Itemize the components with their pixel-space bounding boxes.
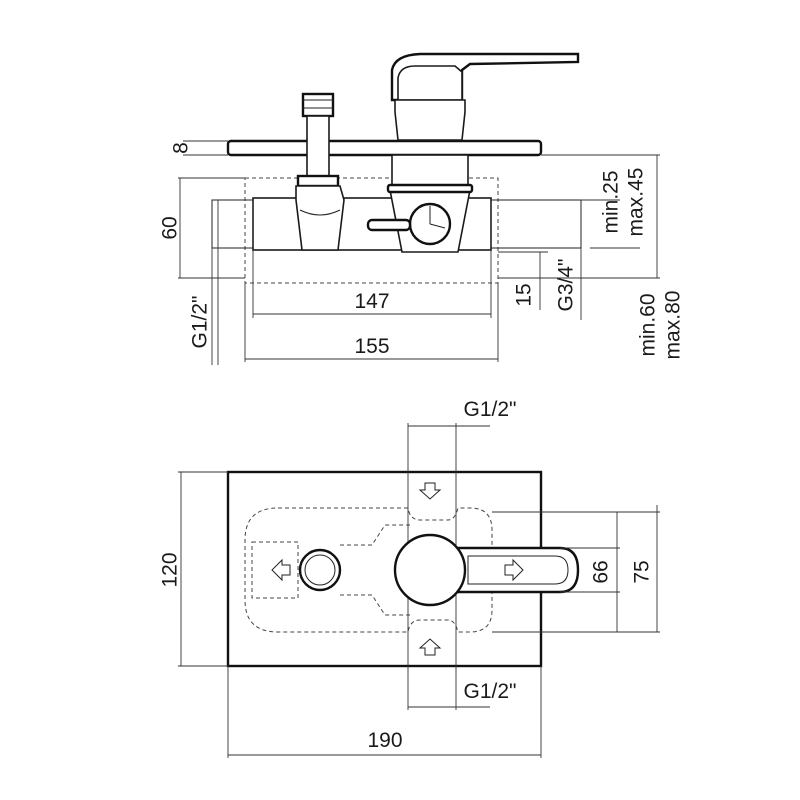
dim-plate-thickness <box>183 140 228 156</box>
label-body-depth-max: max.80 <box>662 291 685 360</box>
label-plate-depth-min: min.25 <box>600 170 623 233</box>
recess-outline <box>244 507 493 633</box>
front-diverter-knob-inner <box>304 554 336 586</box>
front-handle-disc <box>393 533 467 607</box>
cartridge-sleeve <box>391 154 469 188</box>
label-handle-height: 66 <box>590 560 613 583</box>
dim-handle-recess <box>492 505 660 633</box>
stem-cap-grip <box>303 99 333 109</box>
label-outlet-offset: 15 <box>513 283 536 306</box>
stem-shaft <box>306 115 330 179</box>
recess-inner-outline <box>340 524 410 616</box>
front-view: 120 190 66 75 G1/2" G1/2" <box>159 398 660 758</box>
label-outer-width: 155 <box>354 335 389 358</box>
stem-nut <box>296 174 340 188</box>
inlet-arrow-top-icon <box>418 482 442 500</box>
dim-plate-width <box>227 666 542 758</box>
outlet-arrow-left-icon <box>271 558 291 582</box>
stem-cap <box>301 92 335 118</box>
stem-housing <box>295 185 345 251</box>
outlet-port-right <box>490 199 582 249</box>
front-lever-inner <box>467 555 569 585</box>
label-plate-width: 190 <box>367 729 402 752</box>
outlet-arrow-right-icon <box>504 558 524 582</box>
label-top-thread: G1/2" <box>464 398 517 421</box>
label-plate-thickness: 8 <box>170 142 193 154</box>
body-hidden-outline <box>244 177 499 284</box>
dim-plate-depth <box>541 154 660 278</box>
label-inner-width: 147 <box>354 290 389 313</box>
dim-outer-width <box>244 283 499 362</box>
handle-hub <box>397 65 463 101</box>
inlet-arrow-bottom-icon <box>418 638 442 656</box>
label-body-height: 60 <box>159 216 182 239</box>
side-view: 8 60 G1/2" 147 155 <box>159 52 685 365</box>
label-inlet-thread: G1/2" <box>189 296 212 349</box>
handle-base <box>394 99 466 141</box>
dim-body-height <box>178 177 245 279</box>
label-bottom-thread: G1/2" <box>464 680 517 703</box>
front-diverter-knob <box>298 548 342 592</box>
dim-inlet-thread <box>211 200 219 365</box>
cover-plate <box>226 139 543 157</box>
label-recess-height: 75 <box>631 560 654 583</box>
diverter-indicator <box>429 206 446 229</box>
cartridge-nut <box>386 183 474 194</box>
dim-inner-width <box>252 250 492 318</box>
front-lever <box>453 546 580 594</box>
label-plate-height: 120 <box>159 552 182 587</box>
label-body-depth-min: min.60 <box>637 293 660 356</box>
inlet-port-left <box>211 199 254 249</box>
diverter-port-outline <box>251 541 299 599</box>
label-outlet-thread: G3/4" <box>555 259 578 312</box>
stem-housing-detail <box>299 209 341 216</box>
label-plate-depth-max: max.45 <box>625 168 648 237</box>
diverter-lever <box>366 218 412 232</box>
dim-plate-height <box>178 471 228 667</box>
